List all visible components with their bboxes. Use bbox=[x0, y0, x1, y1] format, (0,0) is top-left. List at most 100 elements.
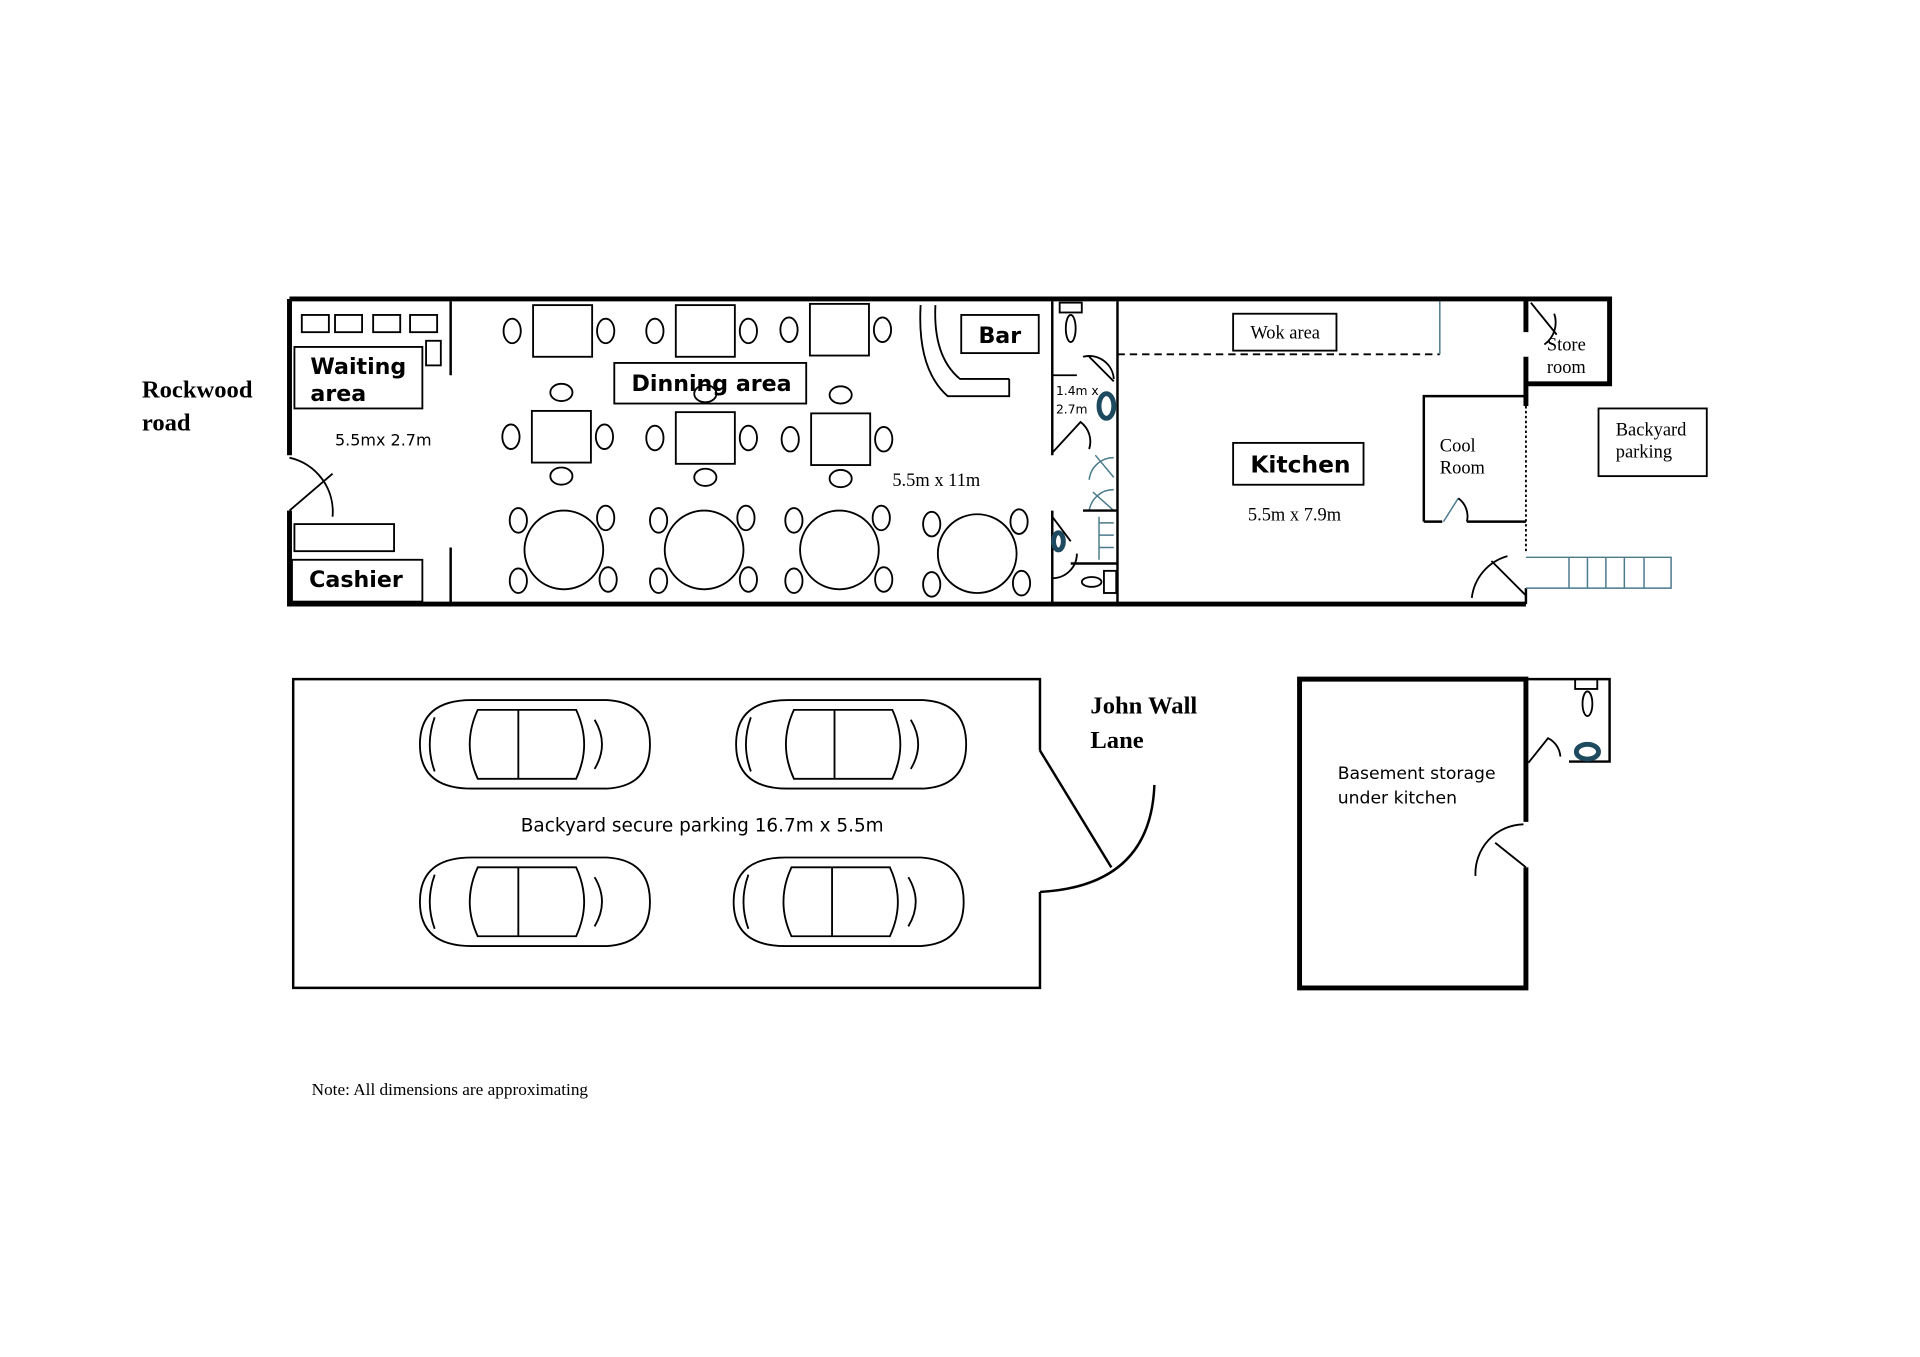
restaurant-walls bbox=[287, 296, 1613, 607]
basement-label-2: under kitchen bbox=[1338, 788, 1457, 808]
basement-label-1: Basement storage bbox=[1338, 764, 1496, 784]
car-cabin bbox=[468, 708, 585, 780]
dimensions-note: Note: All dimensions are approximating bbox=[312, 1080, 589, 1099]
chair bbox=[780, 425, 800, 453]
basement-toilet-icon bbox=[1573, 741, 1601, 762]
chair bbox=[738, 566, 758, 593]
wok-area-label: Wok area bbox=[1250, 322, 1320, 342]
chair bbox=[738, 424, 758, 452]
chair bbox=[645, 317, 665, 345]
cars bbox=[418, 699, 968, 948]
chair bbox=[738, 317, 758, 345]
parking-walls bbox=[291, 677, 1042, 990]
cashier-label: Cashier bbox=[309, 567, 403, 593]
secure-parking-label: Backyard secure parking 16.7m x 5.5m bbox=[521, 816, 884, 837]
waiting-area-label-box bbox=[293, 346, 424, 410]
car-body bbox=[735, 699, 968, 790]
restroom-dims-1: 1.4m x bbox=[1056, 384, 1099, 398]
basement-walls bbox=[1297, 676, 1529, 991]
restrooms bbox=[1051, 301, 1118, 594]
square-table bbox=[674, 304, 736, 358]
cool-room-label-2: Room bbox=[1440, 458, 1486, 478]
car-detail bbox=[742, 867, 917, 937]
chair bbox=[645, 424, 665, 452]
entrance-door bbox=[288, 456, 334, 517]
chair bbox=[736, 504, 756, 532]
toilet-icon-2 bbox=[1051, 530, 1066, 553]
chair bbox=[872, 316, 893, 343]
parking-gate bbox=[1038, 749, 1113, 868]
john-wall-lane-1: John Wall bbox=[1090, 693, 1197, 720]
car-cabin bbox=[782, 866, 899, 938]
chair bbox=[693, 384, 718, 404]
car-icon bbox=[418, 856, 651, 948]
toilet-icon bbox=[1096, 391, 1117, 421]
chair bbox=[594, 423, 614, 450]
store-room-label-1: Store bbox=[1547, 335, 1586, 355]
chair bbox=[922, 510, 942, 538]
dining-area-label-box bbox=[613, 362, 808, 405]
backyard-parking-label-2: parking bbox=[1616, 442, 1672, 462]
dining-area-label: Dinning area bbox=[632, 371, 792, 397]
john-wall-lane-2: Lane bbox=[1090, 727, 1143, 754]
car-body bbox=[732, 856, 965, 948]
chair bbox=[508, 507, 528, 534]
car-body bbox=[418, 856, 651, 948]
chair bbox=[502, 317, 522, 345]
chair bbox=[784, 567, 804, 594]
cashier-label-box bbox=[291, 558, 424, 603]
car-icon bbox=[732, 856, 965, 948]
gate-swing bbox=[1039, 784, 1156, 894]
chair bbox=[501, 423, 521, 450]
chair bbox=[508, 567, 528, 594]
cashier-counter bbox=[293, 523, 395, 553]
square-table bbox=[674, 411, 736, 465]
car-icon bbox=[735, 699, 968, 790]
chair bbox=[649, 507, 669, 534]
car-icon bbox=[418, 699, 651, 790]
chair bbox=[649, 567, 669, 594]
car-detail bbox=[428, 867, 603, 937]
chair bbox=[596, 317, 616, 345]
bar-label: Bar bbox=[978, 323, 1021, 349]
car-detail bbox=[745, 709, 920, 779]
kitchen-dims: 5.5m x 7.9m bbox=[1248, 504, 1342, 524]
chair bbox=[784, 507, 804, 534]
chair bbox=[549, 466, 574, 486]
chair bbox=[693, 467, 718, 487]
dining-dims: 5.5m x 11m bbox=[892, 470, 981, 490]
chair bbox=[922, 571, 942, 598]
chair bbox=[874, 566, 894, 593]
store-room-label-2: room bbox=[1547, 357, 1587, 377]
square-table bbox=[532, 304, 594, 358]
restroom-dims-2: 2.7m bbox=[1056, 402, 1088, 416]
wok-area-box bbox=[1232, 312, 1338, 352]
round-table bbox=[663, 509, 745, 591]
round-table bbox=[936, 513, 1018, 594]
rockwood-road-1: Rockwood bbox=[142, 376, 253, 403]
round-table bbox=[799, 509, 880, 591]
chair bbox=[596, 504, 616, 532]
back-stairs bbox=[1525, 556, 1672, 589]
car-detail bbox=[428, 709, 603, 779]
kitchen-label: Kitchen bbox=[1250, 450, 1350, 478]
bar-counter bbox=[919, 305, 1011, 398]
chair bbox=[598, 566, 618, 593]
square-table bbox=[530, 409, 592, 464]
square-table bbox=[810, 412, 872, 466]
square-table bbox=[808, 302, 870, 357]
chair bbox=[1009, 508, 1029, 535]
car-body bbox=[418, 699, 651, 790]
waiting-area-label-1: Waiting bbox=[310, 354, 406, 380]
car-cabin bbox=[468, 866, 585, 938]
chair bbox=[828, 385, 853, 405]
kitchen-label-box bbox=[1232, 441, 1365, 486]
bar-label-box bbox=[960, 314, 1040, 355]
dining-tables bbox=[501, 302, 1032, 598]
chair bbox=[874, 425, 894, 453]
waiting-dims: 5.5mx 2.7m bbox=[335, 430, 432, 449]
backyard-parking-box bbox=[1597, 407, 1708, 478]
chair bbox=[779, 316, 799, 343]
chair bbox=[1011, 569, 1032, 597]
